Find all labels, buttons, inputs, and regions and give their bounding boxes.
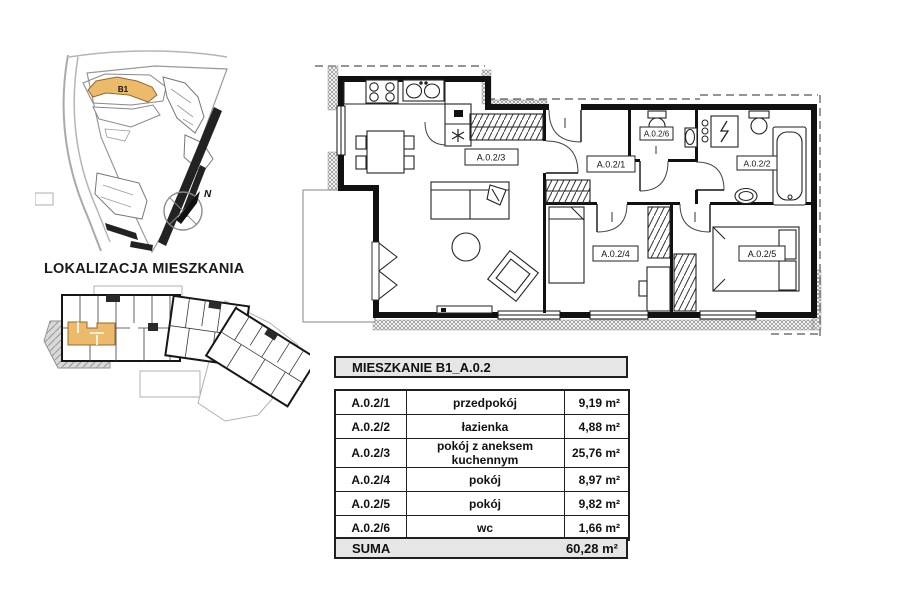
round-rug (451, 232, 481, 262)
washing-machine (710, 115, 739, 148)
room-label-bedroom1: A.0.2/4 (601, 249, 630, 259)
terrace (302, 189, 376, 323)
room-area-cell: 8,97 m² (563, 467, 630, 492)
room-id-cell: A.0.2/3 (334, 438, 407, 468)
fridge (444, 103, 472, 147)
total-label: SUMA (352, 540, 391, 556)
room-id-cell: A.0.2/5 (334, 491, 407, 516)
location-heading: LOKALIZACJA MIESZKANIA (44, 261, 245, 277)
room-id-cell: A.0.2/2 (334, 414, 407, 439)
table-row: A.0.2/4 pokój 8,97 m² (334, 467, 630, 492)
kitchen-sink (402, 79, 445, 102)
building-right-wing (204, 306, 310, 408)
armchair (486, 249, 540, 303)
bathroom-toilet (748, 110, 770, 135)
room-area-cell: 9,19 m² (563, 389, 630, 415)
bathroom-pipes (701, 119, 709, 143)
single-bed (548, 206, 585, 284)
sofa (430, 181, 510, 220)
table-row: A.0.2/6 wc 1,66 m² (334, 515, 630, 541)
door-swings (424, 109, 725, 233)
bedroom1-wardrobe (647, 206, 671, 259)
desk (638, 266, 671, 312)
apartment-location-overview (43, 285, 310, 422)
table-total-row: SUMA 60,28 m² (334, 537, 628, 559)
room-labels: A.0.2/3 A.0.2/1 A.0.2/6 A.0.2/2 A.0.2/4 … (464, 126, 786, 262)
dining-table (355, 130, 415, 174)
hall-wardrobe (545, 179, 591, 204)
apartment-floor-plan: A.0.2/3 A.0.2/1 A.0.2/6 A.0.2/2 A.0.2/4 … (302, 65, 822, 336)
room-area-cell: 4,88 m² (563, 414, 630, 439)
tv-bench (436, 305, 493, 314)
room-area-cell: 1,66 m² (563, 515, 630, 541)
table-row: A.0.2/3 pokój z aneksem kuchennym 25,76 … (334, 438, 630, 468)
room-area-cell: 9,82 m² (563, 491, 630, 516)
opening-ticks (564, 118, 696, 222)
apartment-table-title: MIESZKANIE B1_A.0.2 (334, 356, 628, 378)
rooms-table: A.0.2/1 przedpokój 9,19 m² A.0.2/2 łazie… (334, 389, 630, 541)
room-name-cell: pokój (405, 467, 565, 492)
room-label-hall: A.0.2/1 (597, 160, 626, 170)
room-label-bathroom: A.0.2/2 (744, 159, 771, 169)
room-area-cell: 25,76 m² (563, 438, 630, 468)
room-name-cell: przedpokój (405, 389, 565, 415)
kitchen-counter (343, 82, 446, 105)
room-id-cell: A.0.2/4 (334, 467, 407, 492)
room-name-cell: pokój z aneksem kuchennym (405, 438, 565, 468)
compass-needle (176, 191, 200, 224)
wc-sink (684, 127, 698, 148)
site-building-b1-label: B1 (118, 85, 129, 94)
site-plan: B1 N (35, 50, 228, 254)
room-name-cell: pokój (405, 491, 565, 516)
compass-n-label: N (204, 189, 212, 200)
table-row: A.0.2/1 przedpokój 9,19 m² (334, 389, 630, 415)
room-id-cell: A.0.2/1 (334, 389, 407, 415)
room-name-cell: łazienka (405, 414, 565, 439)
total-value: 60,28 m² (565, 540, 618, 556)
table-row: A.0.2/5 pokój 9,82 m² (334, 491, 630, 516)
apartment-title-text: MIESZKANIE B1_A.0.2 (352, 359, 491, 375)
windows (336, 105, 757, 320)
bedroom2-wardrobe (673, 253, 697, 312)
room-label-living: A.0.2/3 (477, 153, 506, 163)
site-building-b1: B1 (87, 76, 158, 103)
compass: N (163, 189, 212, 231)
room-label-bedroom2: A.0.2/5 (748, 249, 777, 259)
room-name-cell: wc (405, 515, 565, 541)
hall-wardrobe-living (469, 113, 544, 141)
bathroom-sink (734, 187, 758, 205)
balcony-door (371, 241, 398, 301)
stove (365, 79, 399, 104)
room-label-wc: A.0.2/6 (644, 130, 670, 139)
table-row: A.0.2/2 łazienka 4,88 m² (334, 414, 630, 439)
bathtub (772, 126, 807, 206)
